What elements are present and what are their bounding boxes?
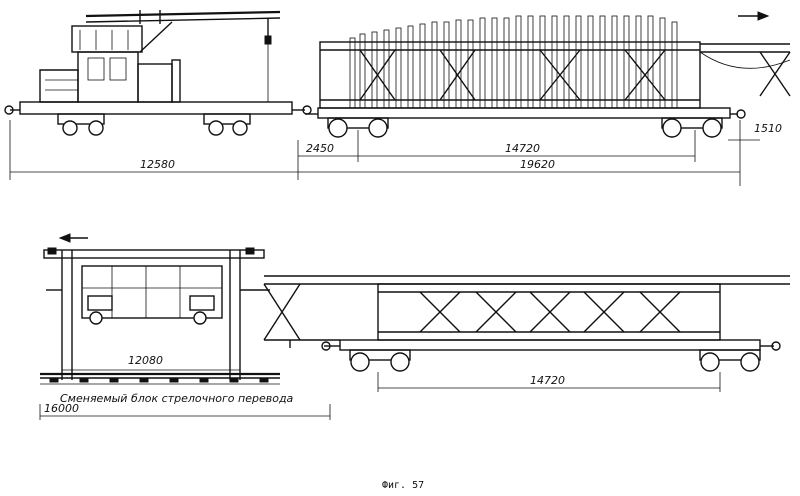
dim-top-overhang: 2450 xyxy=(306,142,334,155)
label-replaced-block: Сменяемый блок стрелочного перевода xyxy=(60,392,294,405)
direction-arrow-right-icon xyxy=(738,11,770,21)
top-dimension-lines xyxy=(9,120,760,186)
dim-bottom-block-span: 12080 xyxy=(128,354,163,367)
bottom-platform-wagon xyxy=(321,283,781,372)
dim-bottom-bogie-base: 14720 xyxy=(530,374,565,387)
unloading-gantry xyxy=(43,247,270,380)
direction-arrow-left-icon xyxy=(58,233,88,243)
top-train-assembly: 12580 2450 14720 19620 1510 xyxy=(4,10,791,186)
dim-bottom-block-length: 16000 xyxy=(44,402,79,415)
dim-top-crane-length: 12580 xyxy=(140,158,175,171)
switch-ties-stack xyxy=(349,15,678,109)
dim-top-right-offset: 1510 xyxy=(754,122,782,135)
crane-locomotive xyxy=(4,10,312,136)
dim-top-wagon-length: 19620 xyxy=(520,158,555,171)
loaded-platform-wagon xyxy=(305,15,791,138)
dim-top-bogie-base: 14720 xyxy=(505,142,540,155)
connecting-frame xyxy=(263,275,790,348)
bottom-dimension-lines xyxy=(39,369,721,420)
bottom-train-assembly: 12080 14720 Сменяемый блок стрелочного п… xyxy=(39,233,790,420)
figure-caption: Фиг. 57 xyxy=(382,480,424,491)
railway-track-bed xyxy=(40,372,280,385)
